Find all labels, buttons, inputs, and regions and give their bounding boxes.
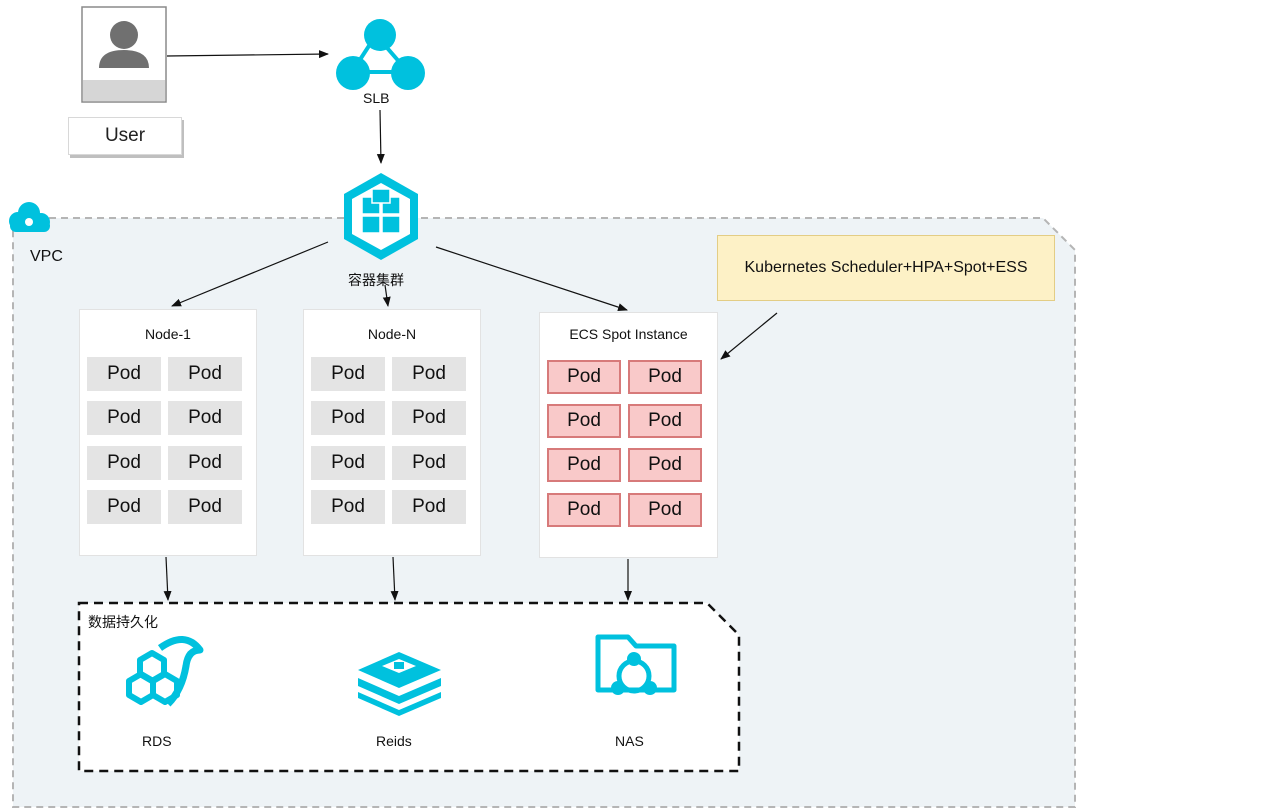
nas-label: NAS: [615, 733, 644, 749]
spot-pod: Pod: [628, 360, 702, 394]
pod: Pod: [87, 446, 161, 480]
spot-pod: Pod: [628, 448, 702, 482]
slb-icon: [336, 19, 425, 90]
vpc-label: VPC: [30, 248, 63, 265]
pod: Pod: [168, 446, 242, 480]
pod: Pod: [87, 401, 161, 435]
user-label: User: [104, 125, 146, 146]
user-label-box: User: [68, 117, 182, 155]
container-cluster-icon: [344, 173, 418, 260]
arrow-note-to-spot: [720, 312, 778, 360]
scheduler-note: Kubernetes Scheduler+HPA+Spot+ESS: [717, 235, 1055, 301]
spot-pod: Pod: [547, 448, 621, 482]
vpc-cloud-icon: [9, 202, 50, 232]
pod: Pod: [392, 401, 466, 435]
pod: Pod: [311, 490, 385, 524]
node-title: Node-N: [367, 326, 417, 342]
rds-dolphin-icon: [126, 636, 204, 707]
pod: Pod: [392, 490, 466, 524]
pod: Pod: [392, 446, 466, 480]
node-card-node-n: Node-N Pod Pod Pod Pod Pod Pod Pod Pod: [303, 309, 481, 556]
redis-label: Reids: [376, 733, 412, 749]
arrow-cluster-to-noden: [382, 284, 391, 307]
spot-pod: Pod: [547, 404, 621, 438]
persistence-title: 数据持久化: [88, 614, 158, 630]
pod: Pod: [168, 490, 242, 524]
pod: Pod: [392, 357, 466, 391]
slb-label: SLB: [363, 90, 390, 106]
scheduler-note-text: Kubernetes Scheduler+HPA+Spot+ESS: [744, 259, 1028, 276]
redis-stack-icon: [358, 652, 441, 716]
arrow-user-to-slb: [166, 50, 329, 59]
spot-pod: Pod: [628, 404, 702, 438]
user-avatar-icon: [81, 6, 167, 103]
arrow-cluster-to-node1: [171, 241, 329, 307]
node-title: ECS Spot Instance: [569, 326, 688, 342]
pod: Pod: [168, 401, 242, 435]
pod: Pod: [311, 357, 385, 391]
arrow-cluster-to-spot: [435, 246, 628, 311]
spot-pod: Pod: [547, 360, 621, 394]
arrow-node1-to-storage: [163, 556, 172, 601]
arrow-noden-to-storage: [390, 556, 399, 601]
node-title: Node-1: [145, 326, 191, 342]
node-card-node-1: Node-1 Pod Pod Pod Pod Pod Pod Pod Pod: [79, 309, 257, 556]
persistence-region: [77, 601, 741, 773]
spot-pod: Pod: [628, 493, 702, 527]
cluster-label: 容器集群: [348, 272, 404, 288]
pod: Pod: [311, 446, 385, 480]
node-card-ecs-spot: ECS Spot Instance Pod Pod Pod Pod Pod Po…: [539, 312, 718, 558]
pod: Pod: [311, 401, 385, 435]
pod: Pod: [87, 357, 161, 391]
arrow-slb-to-cluster: [376, 109, 385, 164]
rds-label: RDS: [142, 733, 172, 749]
pod: Pod: [87, 490, 161, 524]
pod: Pod: [168, 357, 242, 391]
spot-pod: Pod: [547, 493, 621, 527]
nas-folder-icon: [595, 634, 677, 695]
